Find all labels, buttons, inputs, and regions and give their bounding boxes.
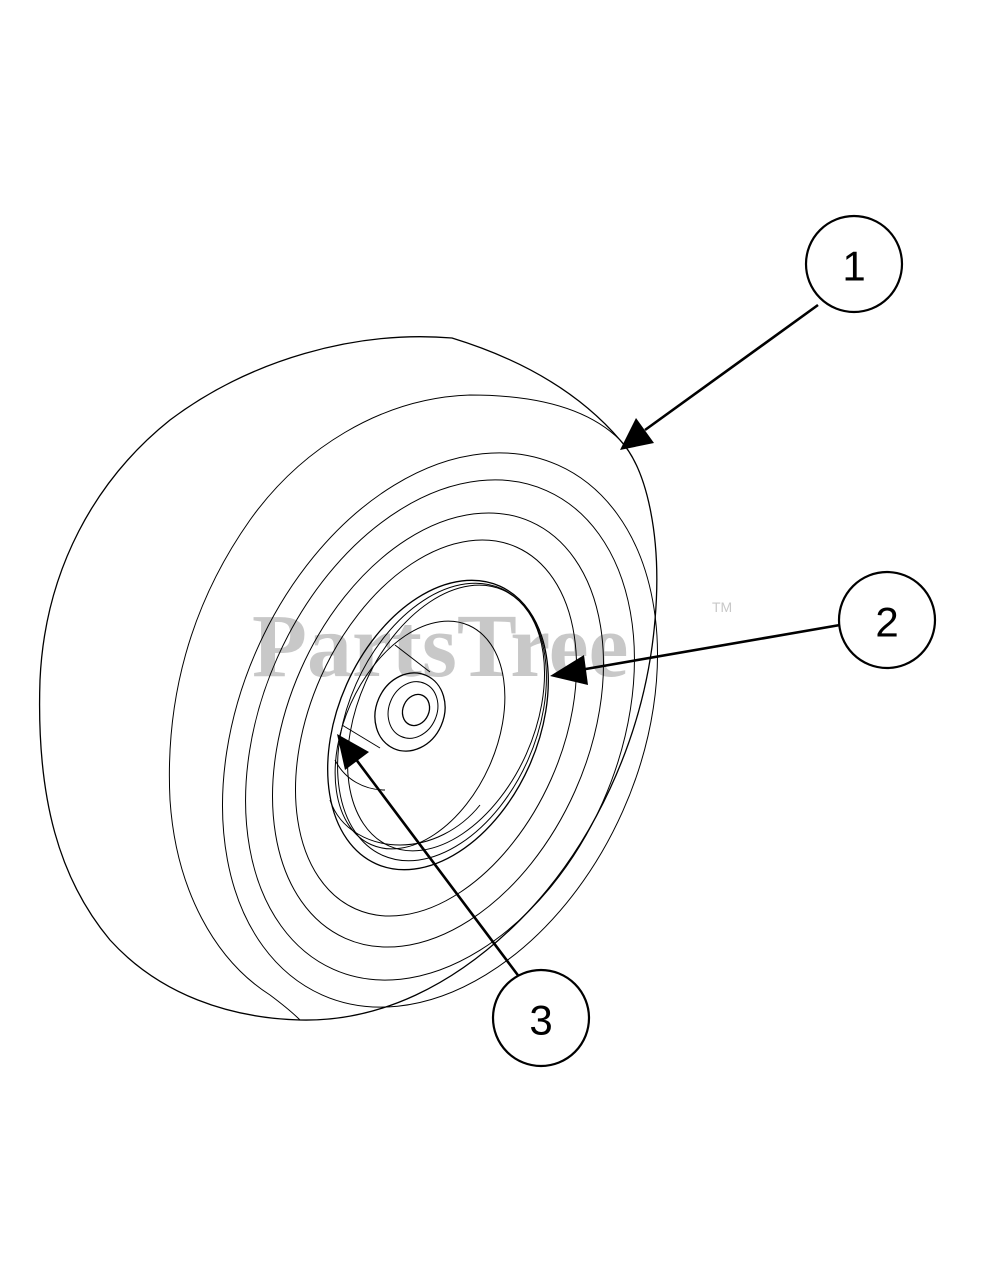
sidewall-ring-2 <box>245 479 635 981</box>
leader-line-2 <box>579 623 841 672</box>
arrowhead-1 <box>620 418 654 450</box>
rim-lip-1 <box>337 582 547 862</box>
hub-bore <box>401 693 431 727</box>
rim-dish <box>329 799 481 846</box>
axle-line-1 <box>394 644 431 673</box>
tire-shoulder <box>168 394 621 1021</box>
rim-lip-2 <box>346 584 546 852</box>
arrowhead-3 <box>337 734 369 770</box>
leader-line-3 <box>353 757 522 979</box>
callout-number-2: 2 <box>875 599 898 646</box>
arrowhead-2 <box>550 655 588 685</box>
callout-3[interactable]: 3 <box>337 734 591 1068</box>
callout-circle-2 <box>837 570 937 670</box>
callout-circle-1 <box>804 214 904 314</box>
callout-number-3: 3 <box>529 997 552 1044</box>
rim-inner <box>334 620 506 850</box>
rim-outer <box>327 579 549 871</box>
tire-outline <box>38 336 658 1021</box>
callout-number-1: 1 <box>842 243 865 290</box>
rim-drawing <box>327 579 549 871</box>
sidewall-ring-3 <box>272 512 604 948</box>
tire-drawing <box>38 336 658 1021</box>
axle-line-2 <box>341 724 381 749</box>
hub-outer <box>374 672 446 752</box>
leader-line-1 <box>644 303 819 432</box>
watermark-trademark: TM <box>712 599 732 615</box>
callout-circle-3 <box>491 968 591 1068</box>
sidewall-ring-1 <box>222 452 658 1008</box>
sidewall-ring-4 <box>295 539 577 917</box>
callout-1[interactable]: 1 <box>620 214 904 450</box>
hub-ring <box>387 681 439 739</box>
callout-2[interactable]: 2 <box>550 570 937 685</box>
